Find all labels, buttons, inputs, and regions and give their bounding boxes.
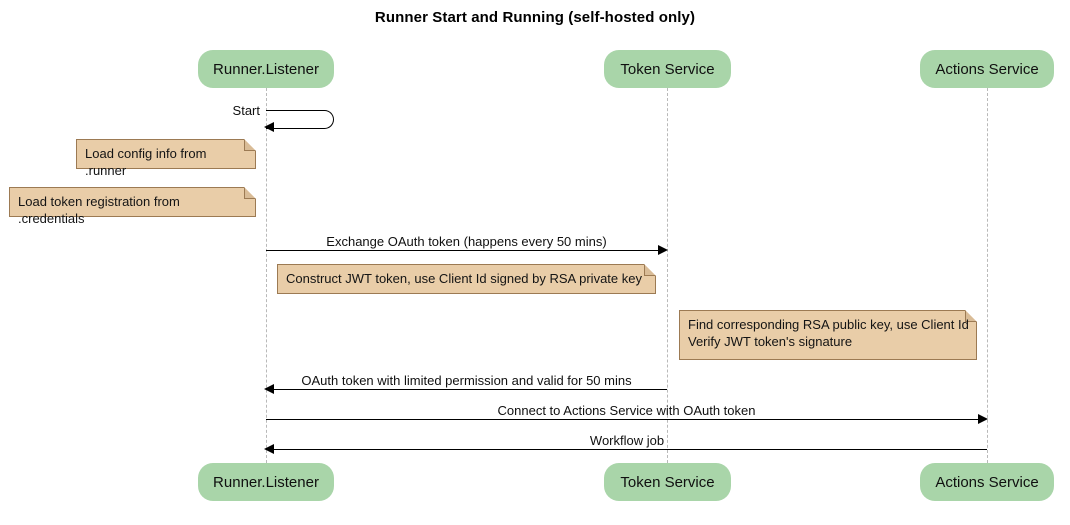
message-workflow-label: Workflow job xyxy=(589,433,665,448)
note-verify-jwt-text: Find corresponding RSA public key, use C… xyxy=(688,317,969,349)
message-oauth-return-line xyxy=(274,389,667,390)
participant-runner-top-label: Runner.Listener xyxy=(213,60,319,78)
participant-token-top-label: Token Service xyxy=(620,60,715,78)
participant-runner-bottom[interactable]: Runner.Listener xyxy=(198,463,334,501)
note-construct-jwt: Construct JWT token, use Client Id signe… xyxy=(277,264,656,294)
lifeline-actions xyxy=(987,88,988,463)
participant-runner-bottom-label: Runner.Listener xyxy=(213,473,319,491)
message-exchange-arrowhead xyxy=(658,245,668,255)
message-oauth-return-arrowhead xyxy=(264,384,274,394)
participant-token-bottom[interactable]: Token Service xyxy=(604,463,731,501)
self-message-start-label: Start xyxy=(232,103,260,118)
note-load-config: Load config info from .runner xyxy=(76,139,256,178)
message-workflow-arrowhead xyxy=(264,444,274,454)
message-connect-arrowhead xyxy=(978,414,988,424)
message-workflow-line xyxy=(274,449,987,450)
participant-token-top[interactable]: Token Service xyxy=(604,50,731,88)
message-oauth-return-label: OAuth token with limited permission and … xyxy=(301,373,632,388)
self-message-start-arrowhead xyxy=(264,122,274,132)
participant-token-bottom-label: Token Service xyxy=(620,473,715,491)
note-verify-jwt: Find corresponding RSA public key, use C… xyxy=(679,310,977,360)
participant-actions-top[interactable]: Actions Service xyxy=(920,50,1054,88)
note-load-credentials: Load token registration from .credential… xyxy=(9,187,256,226)
note-load-credentials-text: Load token registration from .credential… xyxy=(18,194,180,226)
lifeline-runner xyxy=(266,88,267,463)
lifeline-token xyxy=(667,88,668,463)
message-connect-line xyxy=(266,419,979,420)
message-connect-label: Connect to Actions Service with OAuth to… xyxy=(497,403,756,418)
self-message-start-loop xyxy=(266,110,334,129)
participant-actions-bottom-label: Actions Service xyxy=(935,473,1039,491)
message-exchange-label: Exchange OAuth token (happens every 50 m… xyxy=(326,234,607,249)
diagram-title: Runner Start and Running (self-hosted on… xyxy=(374,9,696,26)
participant-actions-bottom[interactable]: Actions Service xyxy=(920,463,1054,501)
participant-actions-top-label: Actions Service xyxy=(935,60,1039,78)
note-load-config-text: Load config info from .runner xyxy=(85,146,207,178)
message-exchange-line xyxy=(266,250,659,251)
participant-runner-top[interactable]: Runner.Listener xyxy=(198,50,334,88)
note-construct-jwt-text: Construct JWT token, use Client Id signe… xyxy=(286,271,642,286)
